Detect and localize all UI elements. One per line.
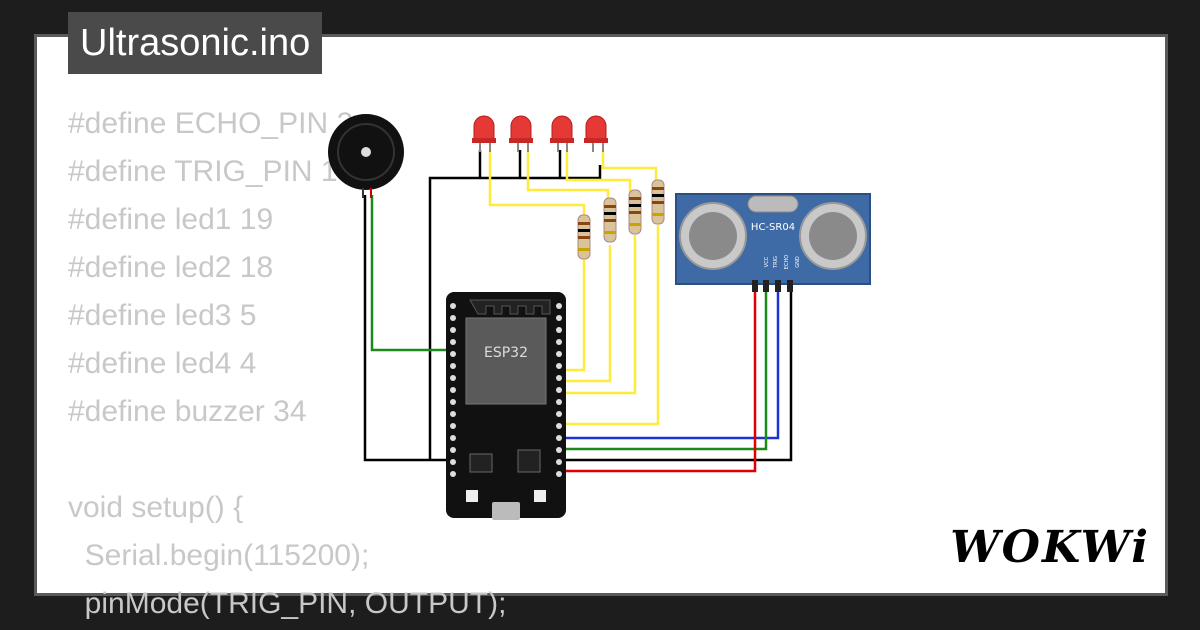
sensor-pin-label: ECHO bbox=[784, 255, 790, 269]
wire-yellow-led1 bbox=[488, 150, 586, 215]
wire-yellow-led4 bbox=[601, 150, 658, 180]
wire-blue-echo bbox=[563, 290, 780, 440]
led-1 bbox=[472, 115, 496, 152]
led-4 bbox=[584, 115, 608, 152]
resistor-1 bbox=[577, 214, 591, 260]
code-line: #define buzzer 34 bbox=[68, 395, 307, 428]
resistor-3 bbox=[628, 189, 642, 235]
esp32-label: ESP32 bbox=[484, 345, 528, 361]
code-line: #define led1 19 bbox=[68, 203, 274, 236]
sensor-pin-label: GND bbox=[795, 256, 801, 268]
sensor-pin-label: VCC bbox=[764, 256, 770, 267]
sensor-pin-label: TRIG bbox=[773, 256, 779, 269]
wokwi-logo: WOKWi bbox=[950, 522, 1150, 573]
code-line: #define led3 5 bbox=[68, 299, 257, 332]
sensor-label: HC-SR04 bbox=[751, 222, 795, 233]
code-line: #define TRIG_PIN 15 bbox=[68, 155, 355, 188]
wire-green-trig bbox=[563, 290, 768, 451]
esp32-board: ESP32 bbox=[446, 292, 566, 520]
wire-yellow-r2 bbox=[563, 245, 612, 383]
code-line: void setup() { bbox=[68, 491, 244, 524]
wire-yellow-led3 bbox=[565, 150, 632, 192]
wire-black-buzzer bbox=[363, 195, 448, 462]
led-3 bbox=[550, 115, 574, 152]
resistor-4 bbox=[651, 179, 665, 225]
led-group bbox=[472, 115, 608, 152]
code-line: #define led2 18 bbox=[68, 251, 274, 284]
code-line: pinMode(TRIG_PIN, OUTPUT); bbox=[68, 587, 507, 620]
led-2 bbox=[509, 115, 533, 152]
wire-yellow-r1 bbox=[563, 260, 586, 372]
wire-yellow-r3 bbox=[563, 235, 637, 395]
wire-green-buzzer bbox=[370, 195, 448, 352]
wire-yellow-r4 bbox=[563, 225, 660, 426]
buzzer bbox=[328, 114, 404, 198]
code-line: Serial.begin(115200); bbox=[68, 539, 370, 572]
resistors bbox=[577, 179, 665, 260]
hcsr04-sensor: HC-SR04 VCC TRIG ECHO GND bbox=[675, 193, 871, 292]
code-line: #define ECHO_PIN 2 bbox=[68, 107, 354, 140]
code-line: #define led4 4 bbox=[68, 347, 257, 380]
wire-black-gnd bbox=[428, 165, 602, 460]
wire-black-sensor-gnd bbox=[563, 290, 793, 462]
resistor-2 bbox=[603, 197, 617, 243]
wires bbox=[363, 150, 793, 473]
esp32-left-pins bbox=[450, 303, 456, 477]
wire-yellow-led2 bbox=[526, 150, 610, 200]
esp32-right-pins bbox=[556, 303, 562, 477]
project-title: Ultrasonic.ino bbox=[68, 12, 323, 74]
wire-red-vcc bbox=[563, 290, 757, 473]
code-preview: #define ECHO_PIN 2 #define TRIG_PIN 15 #… bbox=[68, 100, 506, 628]
